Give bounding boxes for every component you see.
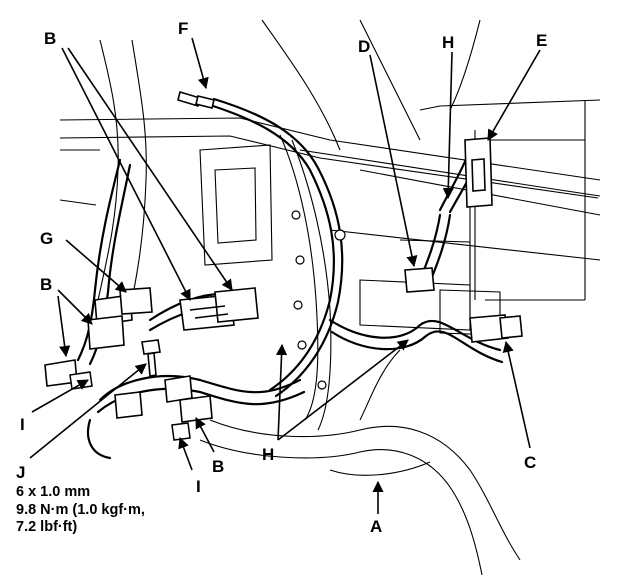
fastener-torque-imperial: 7.2 lbf·ft) xyxy=(16,519,78,535)
callout-b-bottom: B xyxy=(212,457,224,476)
connector-e xyxy=(464,137,493,208)
callout-i-bottom: I xyxy=(196,477,201,496)
leader-h-bottom-1 xyxy=(277,339,409,441)
leader-h-bottom-2 xyxy=(275,343,288,441)
leader-b-top-1 xyxy=(61,47,191,301)
leader-b-bottom xyxy=(195,417,215,453)
callout-g: G xyxy=(40,229,53,248)
leader-b-top-2 xyxy=(67,47,233,291)
leader-g xyxy=(65,239,127,293)
leader-c xyxy=(502,340,531,449)
leader-h-top xyxy=(442,51,454,200)
leader-b-left-2 xyxy=(57,295,71,358)
callout-h-bottom: H xyxy=(262,445,274,464)
leader-d xyxy=(369,54,418,268)
callout-j: J xyxy=(16,463,25,482)
callout-f: F xyxy=(178,19,188,38)
connector-b-lower xyxy=(114,375,213,423)
fastener-torque-metric: 9.8 N·m (1.0 kgf·m, xyxy=(16,501,145,518)
leader-lines xyxy=(29,37,541,514)
connector-d xyxy=(404,267,435,293)
fastener-spec: 6 x 1.0 mm 9.8 N·m (1.0 kgf·m, 7.2 lbf·f… xyxy=(16,484,145,537)
callout-b-left: B xyxy=(40,275,52,294)
callout-c: C xyxy=(524,453,536,472)
callout-h-top: H xyxy=(442,33,454,52)
connector-b-upper xyxy=(179,287,259,331)
fastener-size: 6 x 1.0 mm xyxy=(16,484,91,500)
connector-c xyxy=(469,314,523,343)
bolt-j xyxy=(141,339,161,377)
leader-f xyxy=(191,37,209,90)
grommet-holes xyxy=(291,210,346,390)
callout-e: E xyxy=(536,31,547,50)
leader-j xyxy=(29,363,147,459)
callout-d: D xyxy=(358,37,370,56)
callout-b-top: B xyxy=(44,29,56,48)
leader-i-left xyxy=(31,379,89,413)
callout-i-left: I xyxy=(20,415,25,434)
leader-e xyxy=(487,49,541,141)
connector-b-left xyxy=(44,315,125,387)
leader-i-bottom xyxy=(178,436,193,471)
callout-a: A xyxy=(370,517,382,536)
antenna-plug-f xyxy=(177,90,215,109)
leader-b-left-1 xyxy=(57,289,93,325)
